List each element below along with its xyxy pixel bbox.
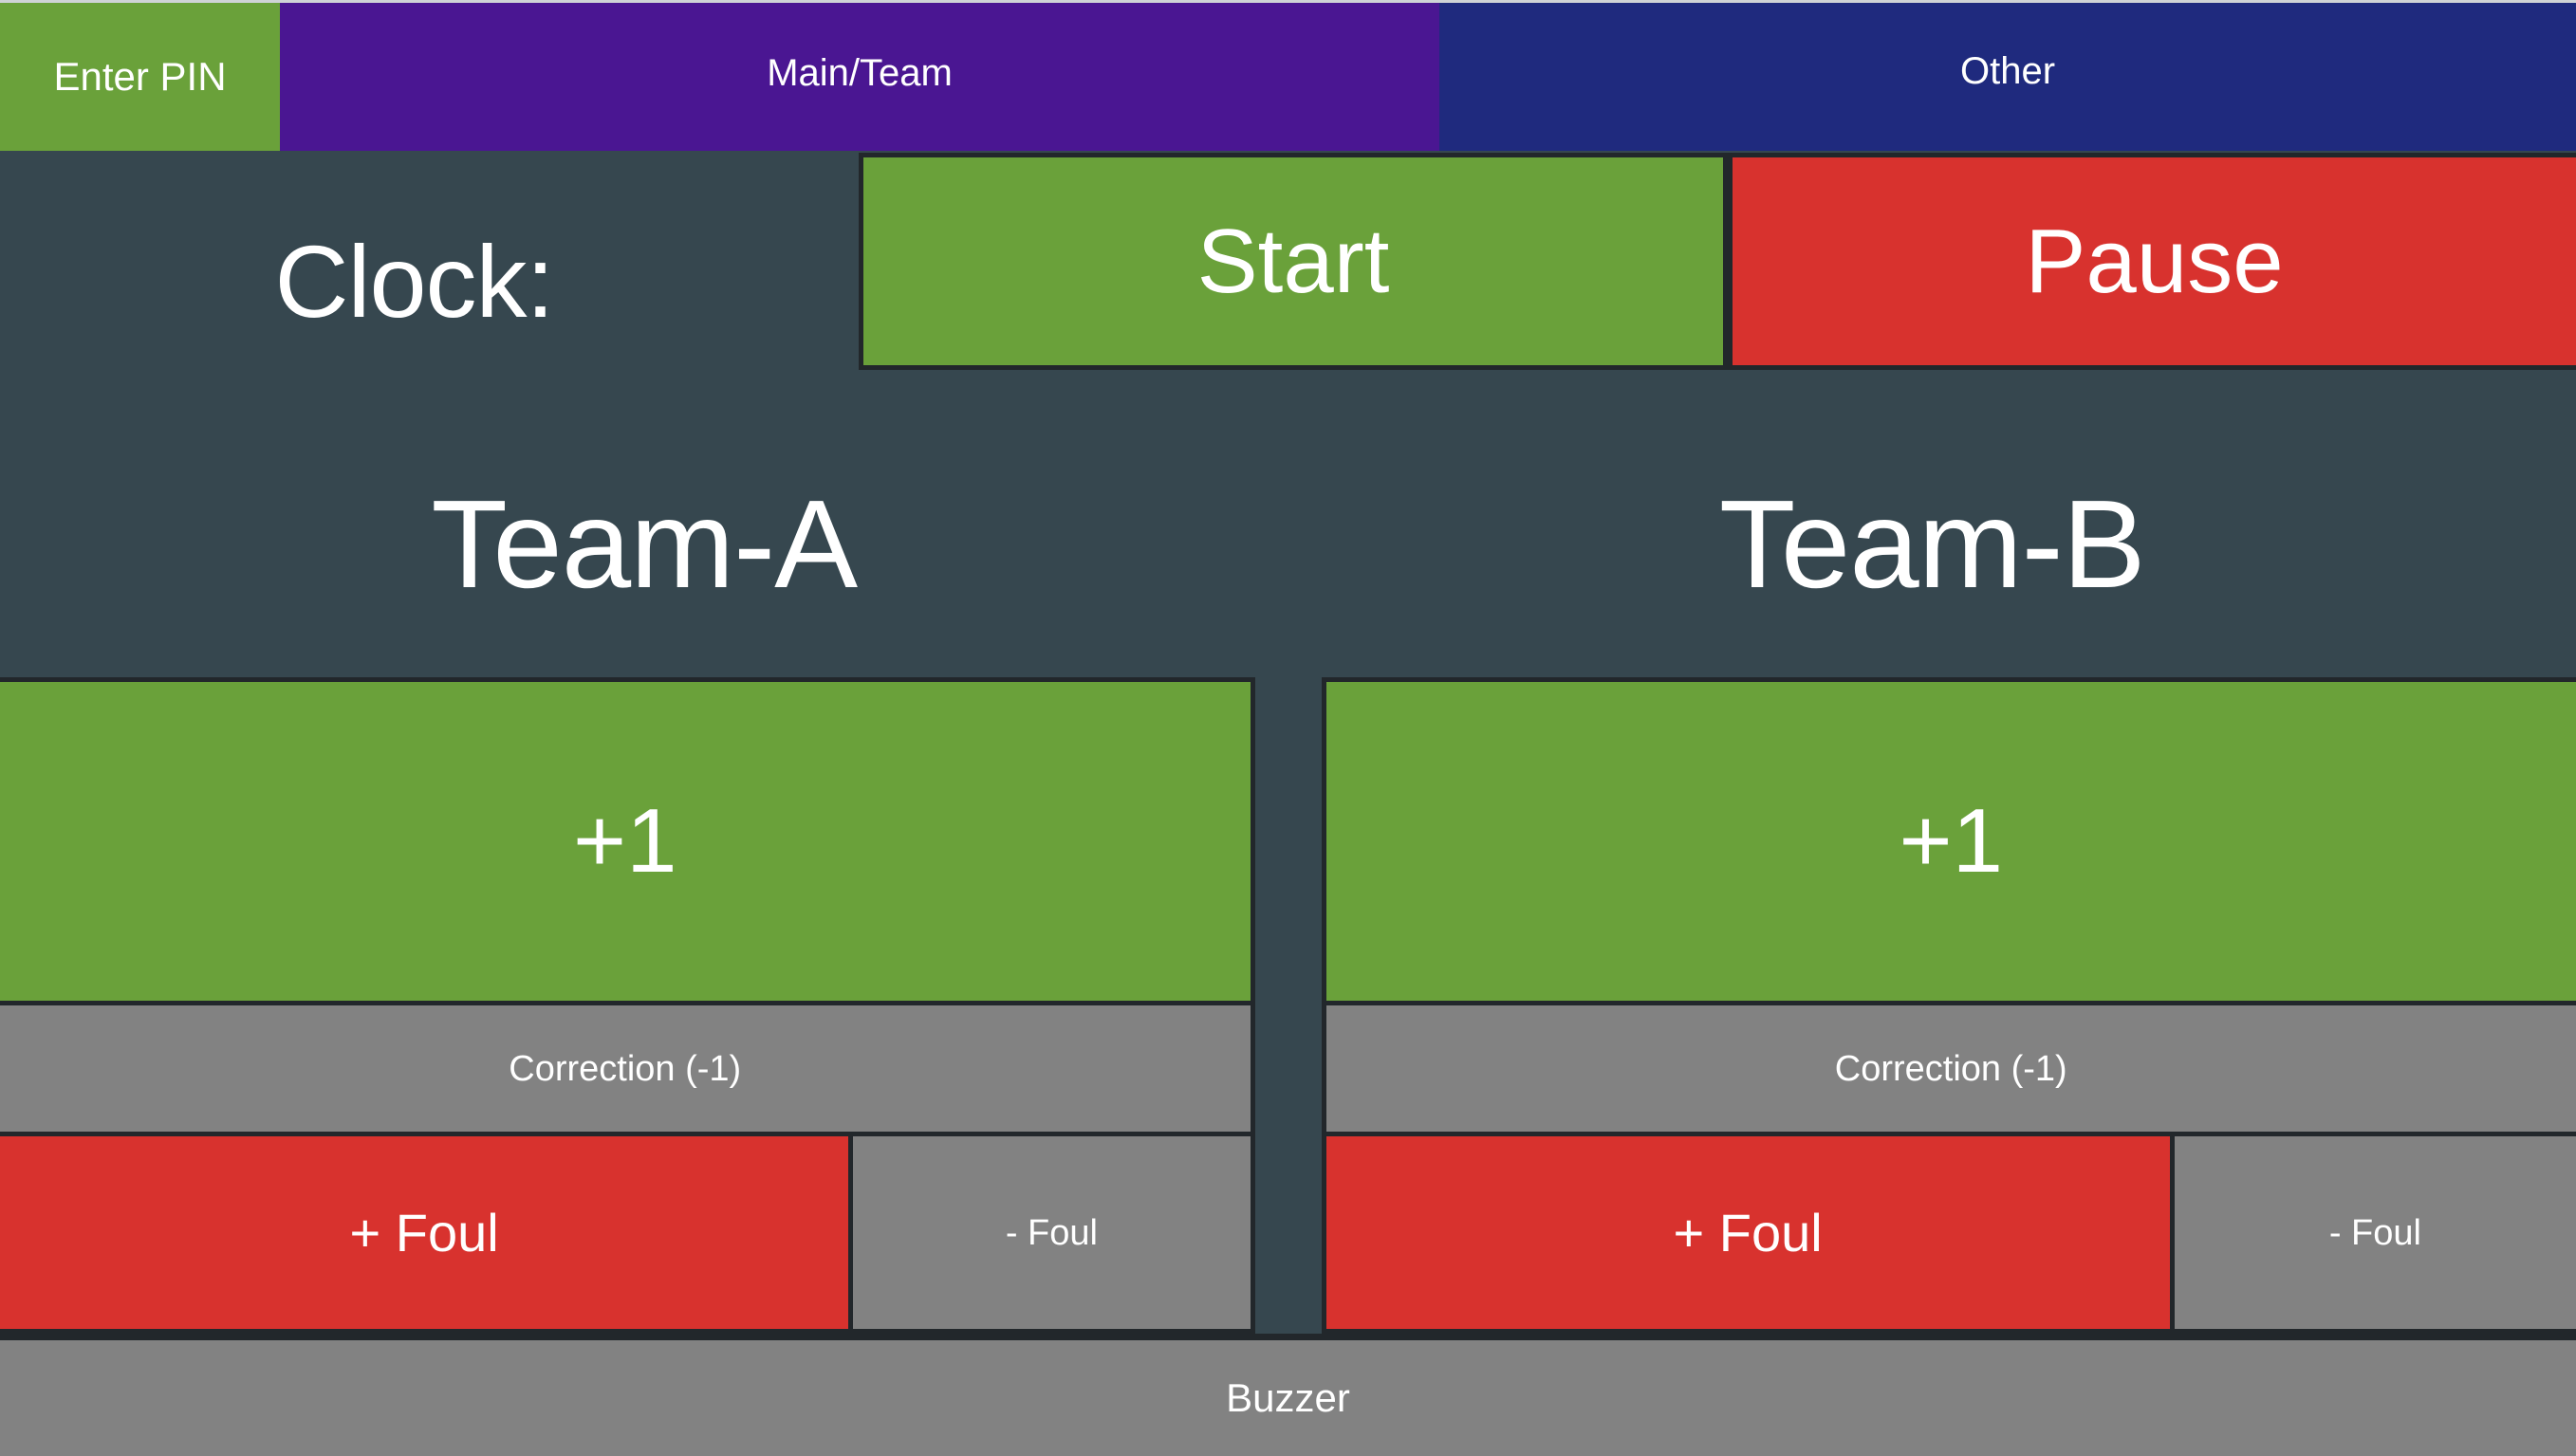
team-b-foul-plus-label: + Foul bbox=[1674, 1207, 1823, 1260]
team-b-foul-plus-button[interactable]: + Foul bbox=[1322, 1136, 2175, 1334]
tab-enter-pin-label: Enter PIN bbox=[53, 57, 226, 97]
panel-divider bbox=[1255, 677, 1322, 1334]
team-a-foul-plus-label: + Foul bbox=[350, 1207, 499, 1260]
tab-bar: Enter PIN Main/Team Other bbox=[0, 0, 2576, 151]
tab-main-team-label: Main/Team bbox=[767, 54, 953, 92]
team-a-foul-row: + Foul - Foul bbox=[0, 1136, 1255, 1334]
team-b-score-plus-button[interactable]: +1 bbox=[1322, 677, 2576, 1005]
tab-other-label: Other bbox=[1960, 52, 2055, 90]
clock-label: Clock: bbox=[274, 230, 553, 333]
team-a-name-label: Team-A bbox=[431, 482, 857, 607]
team-b-foul-row: + Foul - Foul bbox=[1322, 1136, 2576, 1334]
team-a-name: Team-A bbox=[0, 412, 1288, 677]
buzzer-button[interactable]: Buzzer bbox=[0, 1334, 2576, 1456]
scoring-panels: +1 Correction (-1) + Foul - Foul +1 C bbox=[0, 677, 2576, 1456]
team-a-foul-minus-button[interactable]: - Foul bbox=[853, 1136, 1254, 1334]
tab-other[interactable]: Other bbox=[1439, 3, 2576, 151]
tab-enter-pin[interactable]: Enter PIN bbox=[0, 3, 280, 151]
team-b-name: Team-B bbox=[1288, 412, 2576, 677]
team-name-row: Team-A Team-B bbox=[0, 412, 2576, 677]
team-a-panel: +1 Correction (-1) + Foul - Foul bbox=[0, 677, 1255, 1334]
team-b-foul-minus-button[interactable]: - Foul bbox=[2175, 1136, 2576, 1334]
pause-button-label: Pause bbox=[2025, 216, 2283, 307]
team-b-score-plus-label: +1 bbox=[1900, 796, 2003, 887]
team-a-correction-button[interactable]: Correction (-1) bbox=[0, 1005, 1255, 1136]
start-button-label: Start bbox=[1197, 216, 1390, 307]
pause-button[interactable]: Pause bbox=[1728, 153, 2576, 370]
tab-main-team[interactable]: Main/Team bbox=[280, 3, 1439, 151]
buzzer-button-label: Buzzer bbox=[1226, 1378, 1350, 1418]
team-b-foul-minus-label: - Foul bbox=[2329, 1215, 2421, 1251]
clock-row: Clock: Start Pause bbox=[0, 151, 2576, 412]
team-b-panel: +1 Correction (-1) + Foul - Foul bbox=[1322, 677, 2576, 1334]
team-a-foul-plus-button[interactable]: + Foul bbox=[0, 1136, 853, 1334]
clock-display: Clock: bbox=[0, 151, 859, 412]
team-b-correction-label: Correction (-1) bbox=[1835, 1051, 2067, 1087]
team-a-correction-label: Correction (-1) bbox=[509, 1051, 741, 1087]
team-a-score-plus-label: +1 bbox=[573, 796, 676, 887]
team-b-correction-button[interactable]: Correction (-1) bbox=[1322, 1005, 2576, 1136]
start-button[interactable]: Start bbox=[859, 153, 1728, 370]
team-a-score-plus-button[interactable]: +1 bbox=[0, 677, 1255, 1005]
team-a-foul-minus-label: - Foul bbox=[1006, 1215, 1098, 1251]
team-b-name-label: Team-B bbox=[1719, 482, 2145, 607]
